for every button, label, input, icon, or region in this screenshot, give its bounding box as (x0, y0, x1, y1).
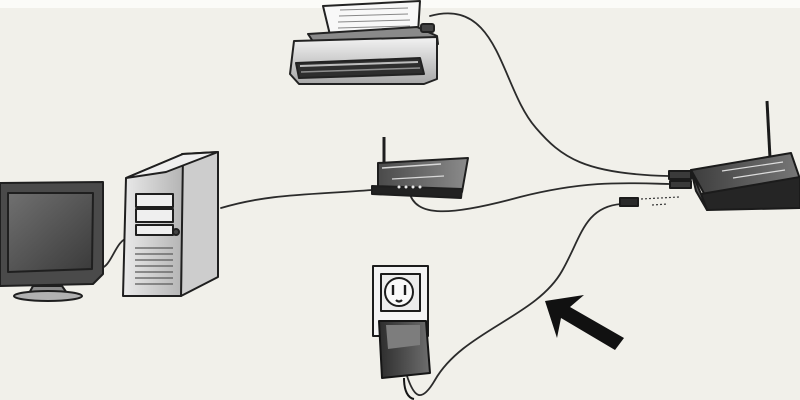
adapter-cord (403, 377, 415, 400)
tower-drive-2 (135, 208, 174, 223)
tower-top (125, 151, 219, 179)
router-side (690, 169, 708, 211)
computer-to-adapter-cable (220, 189, 373, 209)
tower-drive-1 (135, 193, 174, 208)
desktop-computer-icon (0, 151, 219, 302)
wireless-router-icon (619, 100, 800, 211)
power-adapter-icon (378, 320, 431, 400)
adapter-highlight (386, 325, 420, 349)
monitor-base (13, 290, 83, 302)
router-antenna (765, 100, 772, 159)
tower-vents (135, 247, 173, 285)
tower-power-button (172, 228, 180, 236)
arrow-icon (545, 295, 624, 350)
adapter-to-router-cable (408, 182, 670, 213)
printer-cable (429, 12, 669, 177)
router-port-1 (668, 170, 692, 180)
printer-paper-lines (337, 7, 411, 29)
power-outlet-icon (372, 265, 429, 337)
power-cable (406, 203, 622, 396)
tower-side (180, 151, 219, 297)
adapter-front (371, 185, 463, 199)
network-adapter-icon (371, 137, 469, 199)
router-power-plug (619, 197, 639, 207)
monitor-screen (7, 192, 94, 273)
printer-icon (289, 0, 439, 85)
router-port-2 (669, 180, 692, 189)
tower-drive-3 (135, 224, 174, 236)
